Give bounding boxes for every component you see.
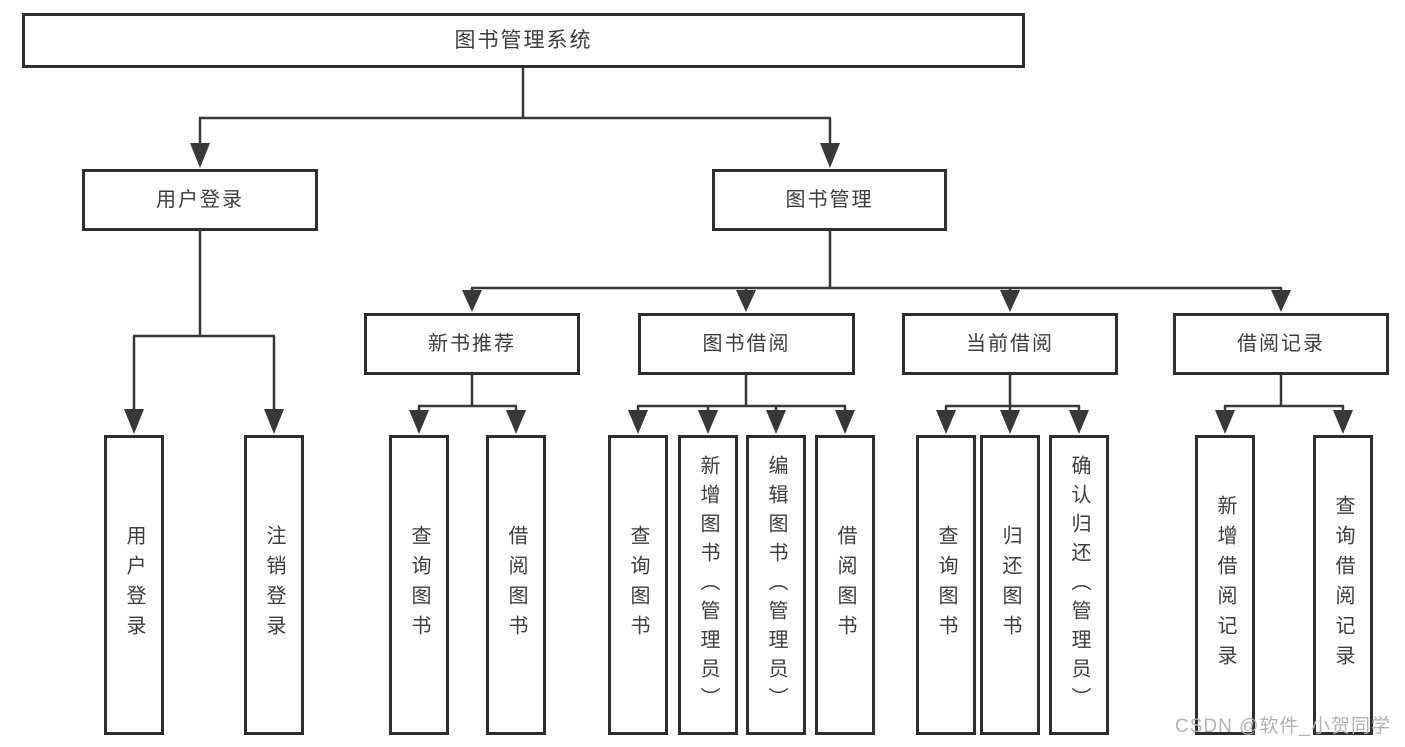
arrowhead	[835, 410, 855, 434]
arrowhead	[1215, 410, 1235, 434]
arrowhead	[1000, 290, 1020, 312]
arrowheads	[124, 143, 1353, 434]
arrowhead	[936, 410, 956, 434]
node-book-borrowing: 图书借阅	[638, 313, 855, 375]
node-library-management-system: 图书管理系统	[22, 13, 1025, 68]
arrowhead	[190, 143, 210, 168]
arrowhead	[736, 290, 756, 312]
arrowhead	[506, 410, 526, 434]
arrowhead	[124, 409, 144, 434]
node-book-management: 图书管理	[712, 169, 947, 231]
leaf-query-borrow-record: 查询借阅记录	[1313, 435, 1373, 735]
csdn-watermark: CSDN @软件_小贺同学	[1175, 716, 1391, 737]
node-current-borrowing: 当前借阅	[902, 313, 1118, 375]
arrowhead	[409, 410, 429, 434]
arrowhead	[462, 290, 482, 312]
arrowhead	[766, 410, 786, 434]
arrowhead	[264, 409, 284, 434]
arrowhead	[1333, 410, 1353, 434]
leaf-edit-book-admin: 编辑图书（管理员）	[746, 435, 806, 735]
arrowhead	[1000, 410, 1020, 434]
node-borrowing-records: 借阅记录	[1173, 313, 1389, 375]
arrowhead	[820, 143, 840, 168]
leaf-borrow-books-recommend: 借阅图书	[486, 435, 546, 735]
arrowhead	[628, 410, 648, 434]
node-user-login: 用户登录	[82, 169, 318, 231]
leaf-borrow-books-borrow: 借阅图书	[815, 435, 875, 735]
leaf-user-login: 用户登录	[104, 435, 164, 735]
node-new-book-recommendation: 新书推荐	[364, 313, 580, 375]
leaf-add-book-admin: 新增图书（管理员）	[678, 435, 738, 735]
leaf-add-borrow-record: 新增借阅记录	[1195, 435, 1255, 735]
arrowhead	[1271, 290, 1291, 312]
arrowhead	[698, 410, 718, 434]
arrowhead	[1069, 410, 1089, 434]
leaf-query-books-current: 查询图书	[916, 435, 976, 735]
leaf-query-books-recommend: 查询图书	[389, 435, 449, 735]
leaf-confirm-return-admin: 确认归还（管理员）	[1049, 435, 1109, 735]
leaf-return-books: 归还图书	[980, 435, 1040, 735]
leaf-query-books-borrow: 查询图书	[608, 435, 668, 735]
leaf-logout: 注销登录	[244, 435, 304, 735]
